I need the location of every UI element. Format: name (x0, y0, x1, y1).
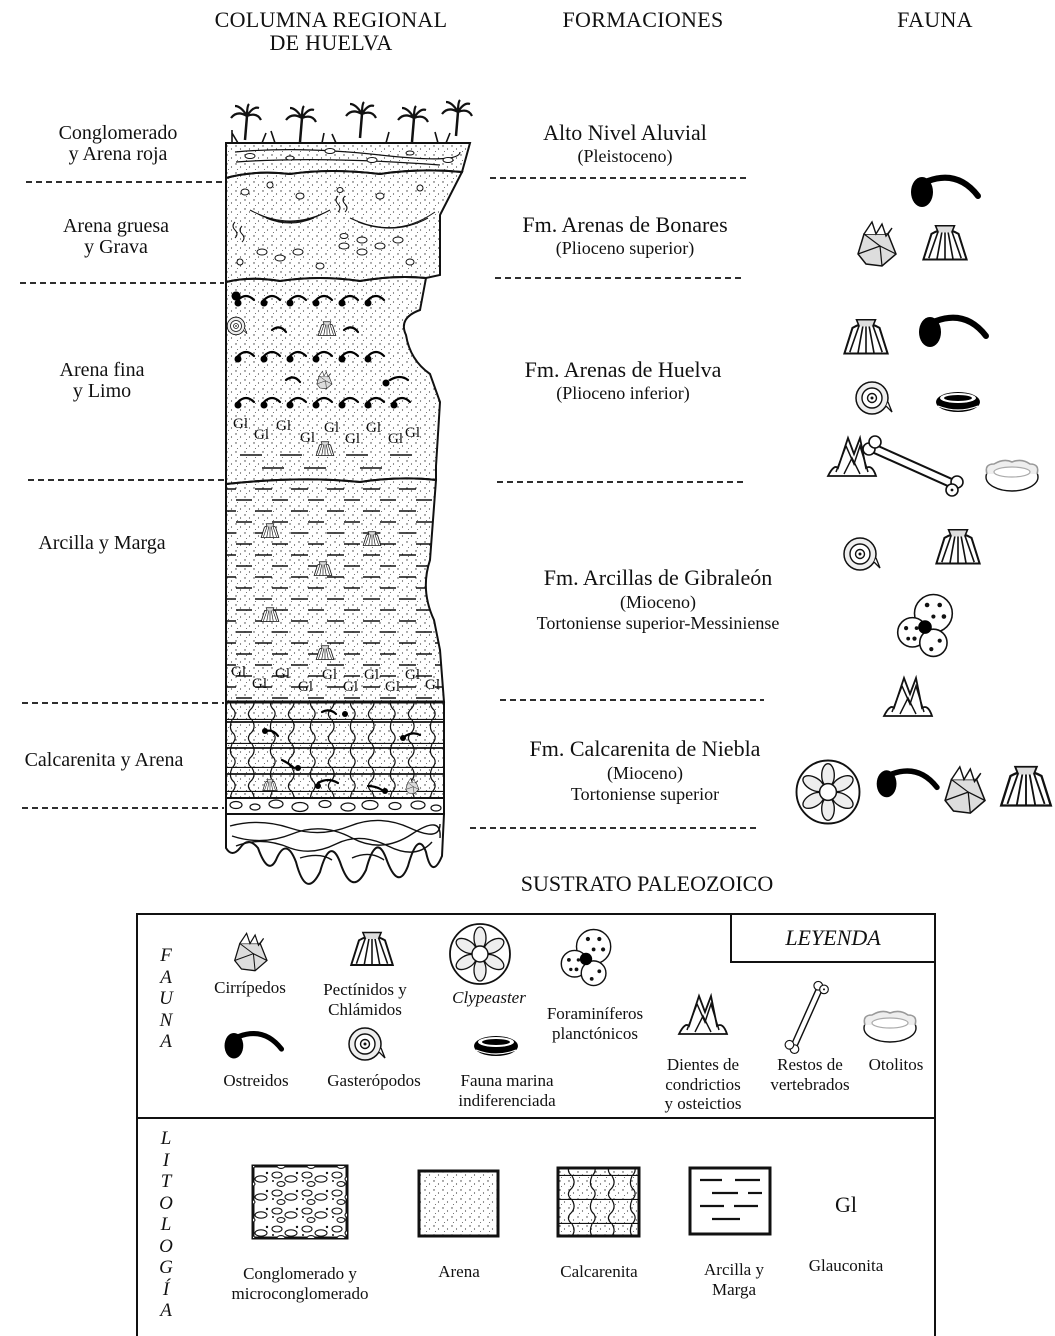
gl-mark: Gl (345, 431, 360, 447)
formation-3-age: (Plioceno inferior) (556, 383, 690, 403)
legend-label-calcarenita: Calcarenita (560, 1262, 638, 1281)
legend-clypeaster-icon (449, 923, 511, 985)
otolith-icon (985, 459, 1039, 492)
formation-1-age: (Pleistoceno) (577, 146, 673, 166)
fauna-header: FAUNA (897, 7, 973, 32)
legend-barnacle-icon (234, 932, 268, 972)
legend-label-restos-vertebrados: Restos de vertebrados (770, 1055, 850, 1094)
gl-mark: Gl (233, 416, 248, 432)
scallop-icon (922, 224, 968, 261)
formation-4-name: Fm. Arcillas de Gibraleón (543, 565, 773, 590)
boundary-lines (20, 177, 764, 829)
gl-mark: Gl (231, 664, 246, 680)
legend-title-box (730, 913, 936, 963)
gl-mark: Gl (343, 679, 358, 695)
gl-mark: Gl (364, 667, 379, 683)
scallop-icon (843, 318, 889, 355)
legend-lithology-heading: L I T O L O G Í A (159, 1128, 173, 1321)
scallop-icon (1000, 765, 1052, 807)
gl-mark: Gl (252, 676, 267, 692)
legend-calcarenite-swatch (556, 1166, 641, 1238)
legend-label-gasteropodos: Gasterópodos (327, 1071, 421, 1090)
formation-2-age: (Plioceno superior) (555, 238, 695, 258)
lithology-label-1: Conglomerado y Arena roja (58, 122, 178, 165)
legend-shark-tooth-icon (678, 995, 728, 1035)
lithology-label-3: Arena fina y Limo (59, 359, 145, 402)
gastropod-icon (843, 537, 881, 571)
barnacle-icon (944, 766, 986, 814)
legend-clay-swatch (688, 1166, 772, 1236)
gl-mark: Gl (276, 418, 291, 434)
legend-foraminifera-icon (560, 928, 612, 987)
column-header: COLUMNA REGIONAL DE HUELVA (214, 7, 448, 56)
legend-gastropod-icon (348, 1027, 386, 1061)
shark-tooth-icon (883, 677, 933, 717)
legend-label-arena: Arena (438, 1262, 480, 1281)
gl-mark: Gl (275, 666, 290, 682)
formation-5-age: (Mioceno) Tortoniense superior (570, 763, 720, 804)
gl-mark: Gl (366, 420, 381, 436)
legend-label-dientes: Dientes de condrictios y osteictios (664, 1055, 742, 1114)
legend-box (136, 913, 936, 1336)
legend-label-clypeaster: Clypeaster (452, 988, 526, 1007)
formation-2-name: Fm. Arenas de Bonares (522, 212, 728, 237)
foraminifera-icon (896, 593, 954, 658)
formation-1-name: Alto Nivel Aluvial (543, 120, 707, 145)
legend-label-conglomerado: Conglomerado y microconglomerado (231, 1264, 369, 1303)
fauna-column (795, 177, 1052, 825)
barnacle-icon (857, 221, 897, 267)
gl-mark: Gl (324, 420, 339, 436)
legend-label-pectinidos: Pectínidos y Chlámidos (323, 980, 407, 1019)
gl-mark: Gl (385, 679, 400, 695)
gl-mark: Gl (425, 677, 440, 693)
gl-mark: Gl (405, 667, 420, 683)
legend-title: LEYENDA (785, 925, 881, 950)
legend-label-arcilla-marga: Arcilla y Marga (704, 1260, 764, 1299)
gl-mark: Gl (405, 425, 420, 441)
oyster-icon (919, 317, 986, 347)
legend-scallop-icon (350, 931, 394, 966)
gl-mark: Gl (300, 430, 315, 446)
gl-mark: Gl (388, 431, 403, 447)
gastropod-icon (855, 381, 893, 415)
legend-label-cirripedos: Cirrípedos (214, 978, 286, 997)
legend-sand-swatch (417, 1169, 500, 1238)
formations-header: FORMACIONES (562, 7, 724, 32)
lithology-label-5: Calcarenita y Arena (24, 749, 184, 771)
formation-3-name: Fm. Arenas de Huelva (524, 357, 722, 382)
legend-label-foraminiferos: Foraminíferos planctónicos (546, 1004, 644, 1043)
legend-label-glauconita: Glauconita (808, 1256, 884, 1275)
legend-label-fauna-marina: Fauna marina indiferenciada (458, 1071, 556, 1110)
gl-mark: Gl (254, 427, 269, 443)
legend-bone-icon (785, 981, 828, 1053)
legend-oyster-icon (225, 1033, 282, 1059)
legend-fauna-heading: F A U N A (159, 945, 173, 1052)
lithology-label-2: Arena gruesa y Grava (62, 215, 170, 258)
lithology-label-4: Arcilla y Marga (38, 532, 166, 554)
marine-fauna-icon (935, 391, 981, 413)
oyster-icon (877, 770, 937, 797)
formation-5-name: Fm. Calcarenita de Niebla (529, 736, 761, 761)
legend-label-otolitos: Otolitos (868, 1055, 924, 1074)
legend-label-ostreidos: Ostreidos (223, 1071, 289, 1090)
gl-mark: Gl (298, 679, 313, 695)
scallop-icon (935, 528, 981, 565)
formation-4-age: (Mioceno) Tortoniense superior-Messinien… (536, 592, 780, 633)
legend-conglomerate-swatch (251, 1164, 349, 1240)
vegetation-icon (229, 98, 474, 144)
legend-glauconite-symbol: Gl (835, 1192, 857, 1217)
legend-otolith-icon (863, 1010, 917, 1043)
stratigraphic-column (225, 98, 474, 885)
oyster-icon (911, 177, 978, 207)
substrate-label: SUSTRATO PALEOZOICO (520, 871, 774, 896)
gl-mark: Gl (322, 667, 337, 683)
bone-icon (863, 436, 963, 496)
legend-marine-fauna-icon (473, 1035, 519, 1057)
